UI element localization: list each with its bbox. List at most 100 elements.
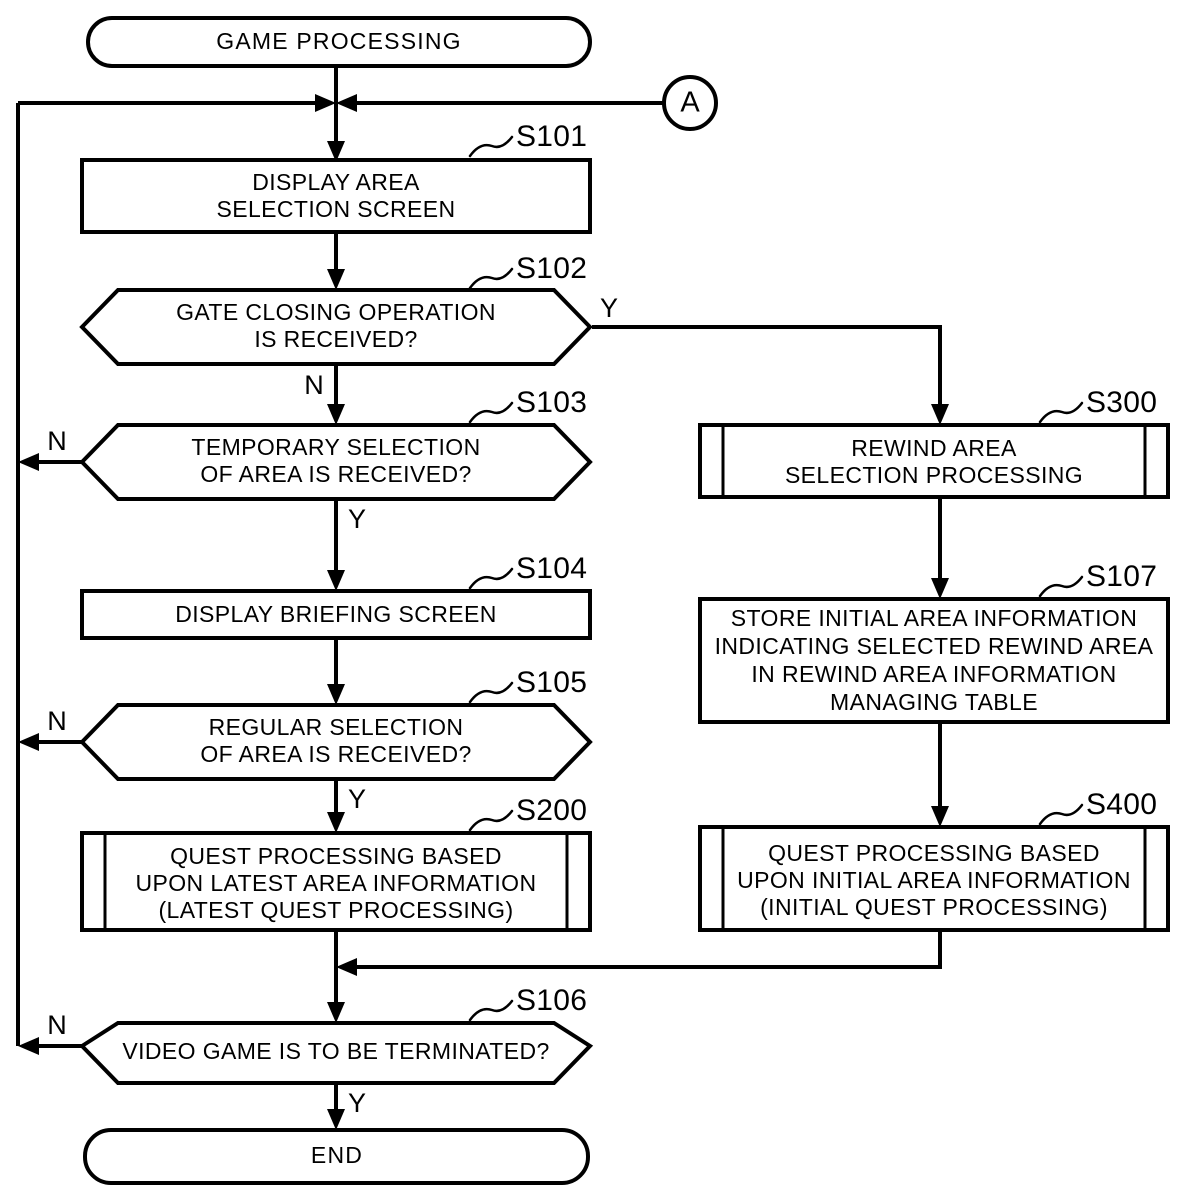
end-terminator-shape <box>83 1128 590 1185</box>
s105-line1: REGULAR SELECTION <box>209 714 464 740</box>
node-connector-a[interactable]: A <box>662 75 718 131</box>
s200-step: S200 <box>516 794 587 827</box>
leader-s107 <box>1038 575 1084 598</box>
s107-line3: IN REWIND AREA INFORMATION <box>751 661 1116 687</box>
s400-step: S400 <box>1086 788 1157 821</box>
s103-line2: OF AREA IS RECEIVED? <box>200 461 471 487</box>
s107-line2: INDICATING SELECTED REWIND AREA <box>715 633 1154 659</box>
s107-line1: STORE INITIAL AREA INFORMATION <box>731 605 1137 631</box>
s102-line1: GATE CLOSING OPERATION <box>176 299 496 325</box>
s106-shape <box>78 1021 594 1085</box>
leader-s104 <box>468 567 514 590</box>
leader-s103 <box>468 401 514 424</box>
s106-yes-label: Y <box>348 1088 366 1118</box>
s101-line1: DISPLAY AREA <box>252 169 420 195</box>
start-label: GAME PROCESSING <box>216 28 461 54</box>
arrowhead-s200-in <box>327 812 345 833</box>
leader-s300 <box>1038 401 1084 424</box>
s105-step: S105 <box>516 666 587 699</box>
end-label: END <box>311 1142 363 1168</box>
s107-line4: MANAGING TABLE <box>830 689 1038 715</box>
s106-step: S106 <box>516 984 587 1017</box>
s105-line2: OF AREA IS RECEIVED? <box>200 741 471 767</box>
node-s102[interactable]: GATE CLOSING OPERATION IS RECEIVED? S102… <box>79 252 618 400</box>
s400-line1: QUEST PROCESSING BASED <box>768 840 1100 866</box>
arrowhead-merge-right <box>336 94 357 112</box>
node-s400[interactable]: QUEST PROCESSING BASED UPON INITIAL AREA… <box>698 788 1170 932</box>
node-s106[interactable]: VIDEO GAME IS TO BE TERMINATED? S106 N Y <box>47 984 594 1118</box>
node-s300[interactable]: REWIND AREA SELECTION PROCESSING S300 <box>698 386 1170 499</box>
s200-line1: QUEST PROCESSING BASED <box>170 843 502 869</box>
s300-step: S300 <box>1086 386 1157 419</box>
s103-line1: TEMPORARY SELECTION <box>191 434 480 460</box>
s300-shape <box>698 423 1170 499</box>
s104-step: S104 <box>516 552 587 585</box>
arrowhead-s103-in <box>327 404 345 425</box>
s104-line1: DISPLAY BRIEFING SCREEN <box>175 601 497 627</box>
s103-yes-label: Y <box>348 504 366 534</box>
edge-s400-to-s106 <box>350 930 942 969</box>
s103-shape <box>79 423 593 501</box>
arrowhead-s400-merge <box>336 958 357 976</box>
s102-no-label: N <box>304 370 324 400</box>
arrowhead-s106-no <box>18 1037 39 1055</box>
arrowhead-s105-no <box>18 733 39 751</box>
node-start[interactable]: GAME PROCESSING <box>86 16 592 68</box>
s400-line2: UPON INITIAL AREA INFORMATION <box>737 867 1131 893</box>
s400-shape <box>698 825 1170 932</box>
s105-shape <box>79 703 593 781</box>
s107-shape <box>698 597 1170 724</box>
s101-line2: SELECTION SCREEN <box>216 196 455 222</box>
node-end[interactable]: END <box>83 1128 590 1185</box>
arrowhead-s103-no <box>18 453 39 471</box>
s200-line3: (LATEST QUEST PROCESSING) <box>158 897 513 923</box>
s106-no-label: N <box>47 1010 67 1040</box>
leader-s400 <box>1038 803 1084 826</box>
arrowhead-s104-in <box>327 570 345 591</box>
leader-s102 <box>468 267 514 290</box>
s102-step: S102 <box>516 252 587 285</box>
s200-shape <box>80 831 592 932</box>
s102-line2: IS RECEIVED? <box>254 326 417 352</box>
node-s105[interactable]: REGULAR SELECTION OF AREA IS RECEIVED? S… <box>47 666 593 814</box>
node-s104[interactable]: DISPLAY BRIEFING SCREEN S104 <box>80 552 592 640</box>
connector-lines <box>16 66 949 1130</box>
s400-line3: (INITIAL QUEST PROCESSING) <box>760 894 1108 920</box>
node-s107[interactable]: STORE INITIAL AREA INFORMATION INDICATIN… <box>698 560 1170 724</box>
arrowhead-s106-in <box>327 1002 345 1023</box>
s105-no-label: N <box>47 706 67 736</box>
node-s103[interactable]: TEMPORARY SELECTION OF AREA IS RECEIVED?… <box>47 386 593 534</box>
connector-a-label: A <box>680 87 700 119</box>
s300-line1: REWIND AREA <box>851 435 1017 461</box>
arrowhead-s102-in <box>327 269 345 290</box>
s101-shape <box>80 158 592 234</box>
start-terminator-shape <box>86 16 592 68</box>
connector-a-circle <box>662 75 718 131</box>
leader-s200 <box>468 809 514 832</box>
edge-s102-yes-to-s300 <box>592 325 942 418</box>
s101-step: S101 <box>516 120 587 153</box>
s200-line2: UPON LATEST AREA INFORMATION <box>136 870 537 896</box>
arrowhead-s105-in <box>327 684 345 705</box>
leader-s101 <box>468 135 514 158</box>
s105-yes-label: Y <box>348 784 366 814</box>
arrowhead-s101-in <box>327 141 345 162</box>
s104-shape <box>80 589 592 640</box>
s103-step: S103 <box>516 386 587 419</box>
node-s200[interactable]: QUEST PROCESSING BASED UPON LATEST AREA … <box>80 794 592 932</box>
s106-line1: VIDEO GAME IS TO BE TERMINATED? <box>122 1038 549 1064</box>
arrowhead-s300-in <box>931 404 949 425</box>
leader-s105 <box>468 681 514 704</box>
arrowhead-end-in <box>327 1109 345 1130</box>
arrowhead-merge-left <box>315 94 336 112</box>
s103-no-label: N <box>47 426 67 456</box>
step-leader-lines <box>468 135 1084 1022</box>
leader-s106 <box>468 999 514 1022</box>
arrowhead-s400-in <box>931 806 949 827</box>
arrowhead-s107-in <box>931 578 949 599</box>
s102-shape <box>79 288 593 366</box>
s300-line2: SELECTION PROCESSING <box>785 462 1083 488</box>
node-s101[interactable]: DISPLAY AREA SELECTION SCREEN S101 <box>80 120 592 234</box>
